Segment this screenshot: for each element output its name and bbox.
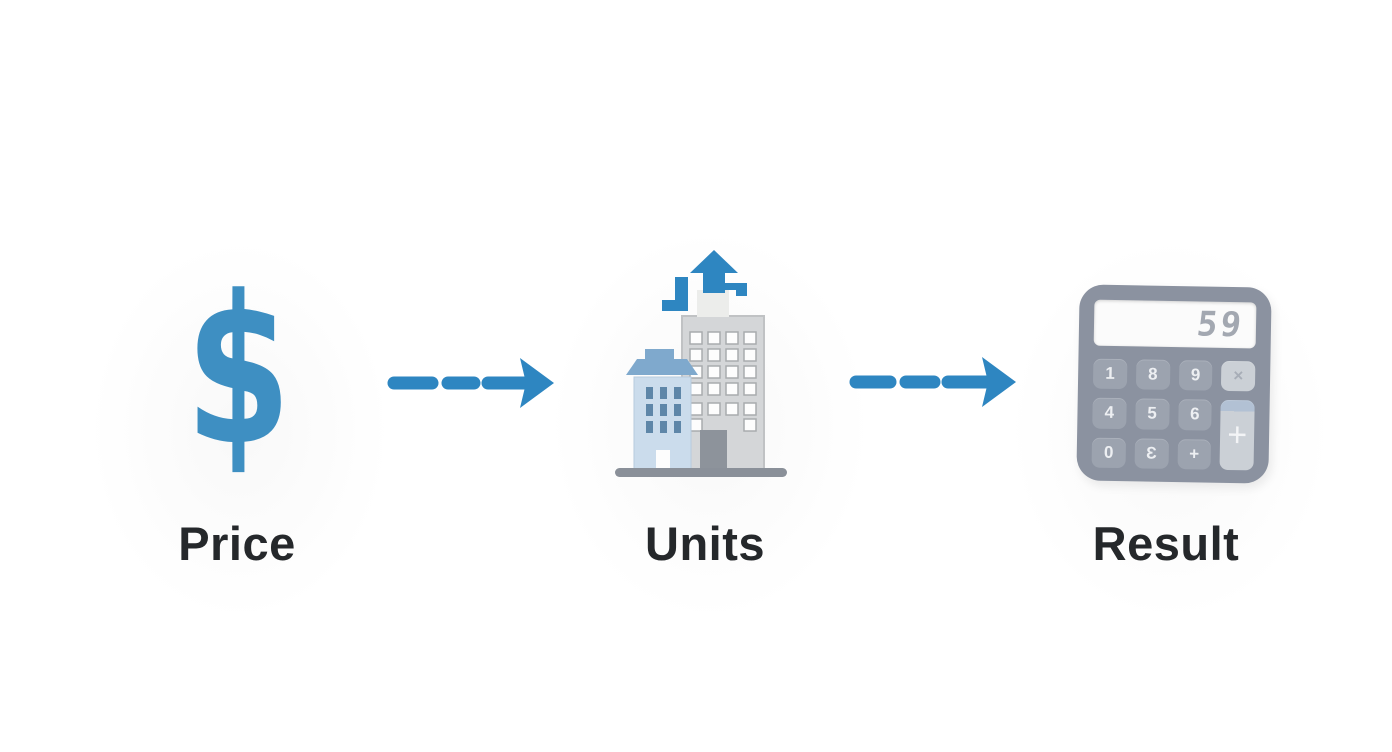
result-label: Result [1092, 517, 1240, 570]
units-label: Units [645, 517, 765, 570]
calc-key-0: 0 [1091, 437, 1126, 469]
chimney [697, 290, 729, 317]
dashed-arrow-icon-2 [849, 357, 1016, 407]
calc-key-8: 8 [1135, 359, 1170, 391]
calc-key-glyph: Ɛ [1134, 437, 1169, 469]
dashed-arrow-icon-1 [387, 358, 554, 408]
calc-key-plus-small: + [1177, 438, 1212, 470]
calculator-keypad: 1 8 9 × 4 5 6 + 0 Ɛ + [1091, 358, 1256, 471]
calc-key-5: 5 [1134, 398, 1170, 430]
calculator-display: 59 [1093, 299, 1257, 349]
calculator-icon: 59 1 8 9 × 4 5 6 + 0 Ɛ + [1076, 284, 1272, 484]
small-building-door [656, 450, 670, 469]
calc-key-1: 1 [1092, 358, 1128, 390]
arrow-head [520, 358, 554, 408]
small-building-roof [626, 349, 698, 375]
arrow-head [982, 357, 1016, 407]
calc-key-4: 4 [1092, 397, 1127, 429]
calculator-display-value: 59 [1194, 304, 1247, 346]
calc-key-6: 6 [1177, 399, 1212, 431]
buildings-icon [615, 250, 787, 477]
calc-key-plus-large: + [1219, 400, 1255, 471]
dollar-sign-icon: $ [132, 262, 344, 482]
calc-key-multiply: × [1221, 360, 1256, 392]
up-arrow-icon [662, 250, 747, 311]
ground-line [615, 468, 787, 477]
small-building-windows [646, 387, 681, 433]
dollar-symbol: $ [185, 252, 291, 491]
tall-building-door [700, 430, 727, 469]
calc-key-9: 9 [1178, 360, 1213, 391]
price-label: Price [178, 517, 296, 570]
